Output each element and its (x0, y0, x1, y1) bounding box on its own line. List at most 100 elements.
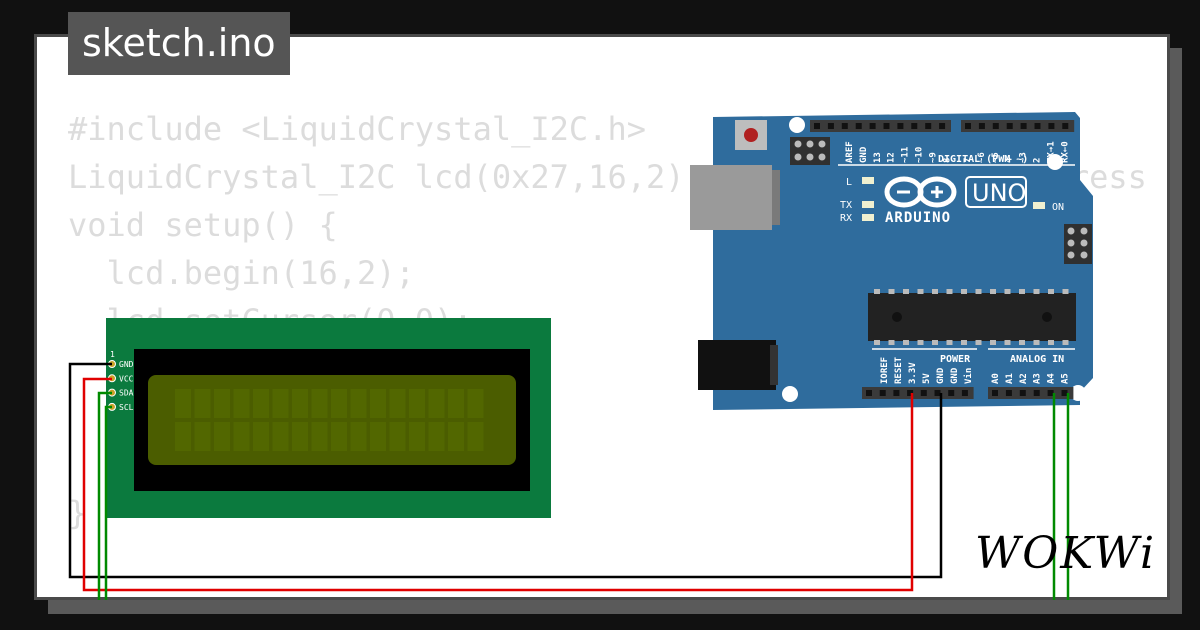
lcd-cell (370, 389, 386, 418)
pin-label: 3.3V (908, 362, 918, 384)
digital-pin-socket[interactable] (1006, 123, 1013, 129)
mounting-hole (1047, 154, 1063, 170)
lcd-pin-label: VCC (119, 374, 134, 383)
wire-vcc[interactable] (82, 377, 914, 592)
chip-leg (903, 289, 909, 294)
lcd-cell (409, 422, 425, 451)
icsp-header (1064, 224, 1092, 264)
digital-pin-socket[interactable] (978, 123, 985, 129)
chip-leg (1048, 289, 1054, 294)
analog-pin-socket[interactable] (1019, 390, 1026, 396)
chip-leg (1019, 289, 1025, 294)
digital-pin-socket[interactable] (869, 123, 876, 129)
power-pin-socket[interactable] (934, 390, 941, 396)
power-pin-socket[interactable] (948, 390, 955, 396)
digital-pin-socket[interactable] (855, 123, 862, 129)
code-line: void setup() { (68, 206, 338, 244)
lcd-cell (253, 389, 269, 418)
power-pin-socket[interactable] (866, 390, 872, 396)
chip-leg (1033, 340, 1040, 345)
digital-pin-socket[interactable] (911, 123, 918, 129)
digital-pin-socket[interactable] (939, 123, 946, 129)
wire-sda[interactable] (97, 391, 112, 600)
digital-pin-socket[interactable] (992, 123, 999, 129)
pin-label: 2 (1033, 158, 1043, 163)
chip-body (868, 293, 1076, 341)
power-pin-socket[interactable] (920, 390, 927, 396)
power-pin-header (862, 387, 974, 399)
lcd-cell (292, 422, 308, 451)
digital-pin-socket[interactable] (827, 123, 834, 129)
analog-pin-base (988, 387, 1074, 399)
lcd-cell (331, 389, 347, 418)
digital-pin-socket[interactable] (897, 123, 904, 129)
power-pin-socket[interactable] (961, 390, 968, 396)
analog-pin-socket[interactable] (1005, 390, 1012, 396)
logo-loop-right (917, 176, 957, 208)
power-pin-socket[interactable] (893, 390, 900, 396)
chip-leg (1048, 340, 1054, 345)
power-jack (698, 340, 776, 390)
lcd-cell (428, 389, 445, 418)
pin-label: A1 (1005, 373, 1015, 384)
chip-leg (888, 289, 895, 294)
mounting-hole (789, 117, 805, 133)
mounting-hole (1070, 385, 1086, 401)
pin-label: TX→1 (1046, 141, 1056, 163)
pin-label: 12 (887, 152, 897, 163)
icsp-header (790, 137, 830, 165)
power-pin-socket[interactable] (879, 390, 886, 396)
analog-pin-socket[interactable] (1047, 390, 1054, 396)
arduino-logo: ARDUINO UNO (884, 176, 1027, 226)
analog-pin-socket[interactable] (1061, 390, 1068, 396)
digital-pin-socket[interactable] (1020, 123, 1027, 129)
lcd-cell (194, 422, 211, 451)
wire-scl[interactable] (104, 405, 112, 600)
power-pin-socket[interactable] (907, 390, 914, 396)
pin-label: 4 (1005, 157, 1015, 163)
lcd-cell (370, 422, 386, 451)
lcd-character-cells (175, 389, 484, 451)
lcd-cell (389, 389, 406, 418)
led-label-l: L (846, 177, 852, 188)
arduino-logo-text: ARDUINO (885, 210, 951, 226)
lcd-cell (350, 422, 367, 451)
lcd-cell (467, 422, 484, 451)
mounting-hole (782, 386, 798, 402)
digital-pin-socket[interactable] (925, 123, 932, 129)
sketch-file-tab[interactable]: sketch.ino (68, 12, 290, 75)
digital-pin-socket[interactable] (841, 123, 848, 129)
digital-pin-socket[interactable] (965, 123, 971, 129)
led-on (1033, 202, 1045, 209)
chip-leg (975, 289, 982, 294)
chip-leg (1004, 340, 1011, 345)
lcd-cell (389, 422, 406, 451)
chip-leg (990, 289, 996, 294)
digital-pin-socket[interactable] (814, 123, 820, 129)
digital-pin-socket[interactable] (883, 123, 890, 129)
reset-button[interactable] (744, 128, 758, 142)
wire-gnd[interactable] (68, 362, 943, 579)
lcd-cell (448, 389, 464, 418)
chip-leg (990, 340, 996, 345)
analog-pin-socket[interactable] (1033, 390, 1040, 396)
pin-label: 8 (942, 158, 952, 163)
analog-pin-socket[interactable] (992, 390, 998, 396)
lcd-pin-label: SDA (119, 389, 134, 398)
chip-leg (975, 340, 982, 345)
icsp-pin (1067, 227, 1075, 235)
led-rx (862, 214, 874, 221)
digital-pin-socket[interactable] (1062, 123, 1069, 129)
chip-leg (1062, 340, 1069, 345)
digital-pin-socket[interactable] (1048, 123, 1055, 129)
usb-connector-edge (772, 170, 780, 225)
lcd-cell (272, 422, 289, 451)
pin-label: IOREF (880, 357, 890, 384)
pin-label: Vin (963, 368, 974, 384)
icsp-pin (1080, 227, 1088, 235)
wires (68, 362, 1070, 600)
digital-pin-socket[interactable] (1034, 123, 1041, 129)
